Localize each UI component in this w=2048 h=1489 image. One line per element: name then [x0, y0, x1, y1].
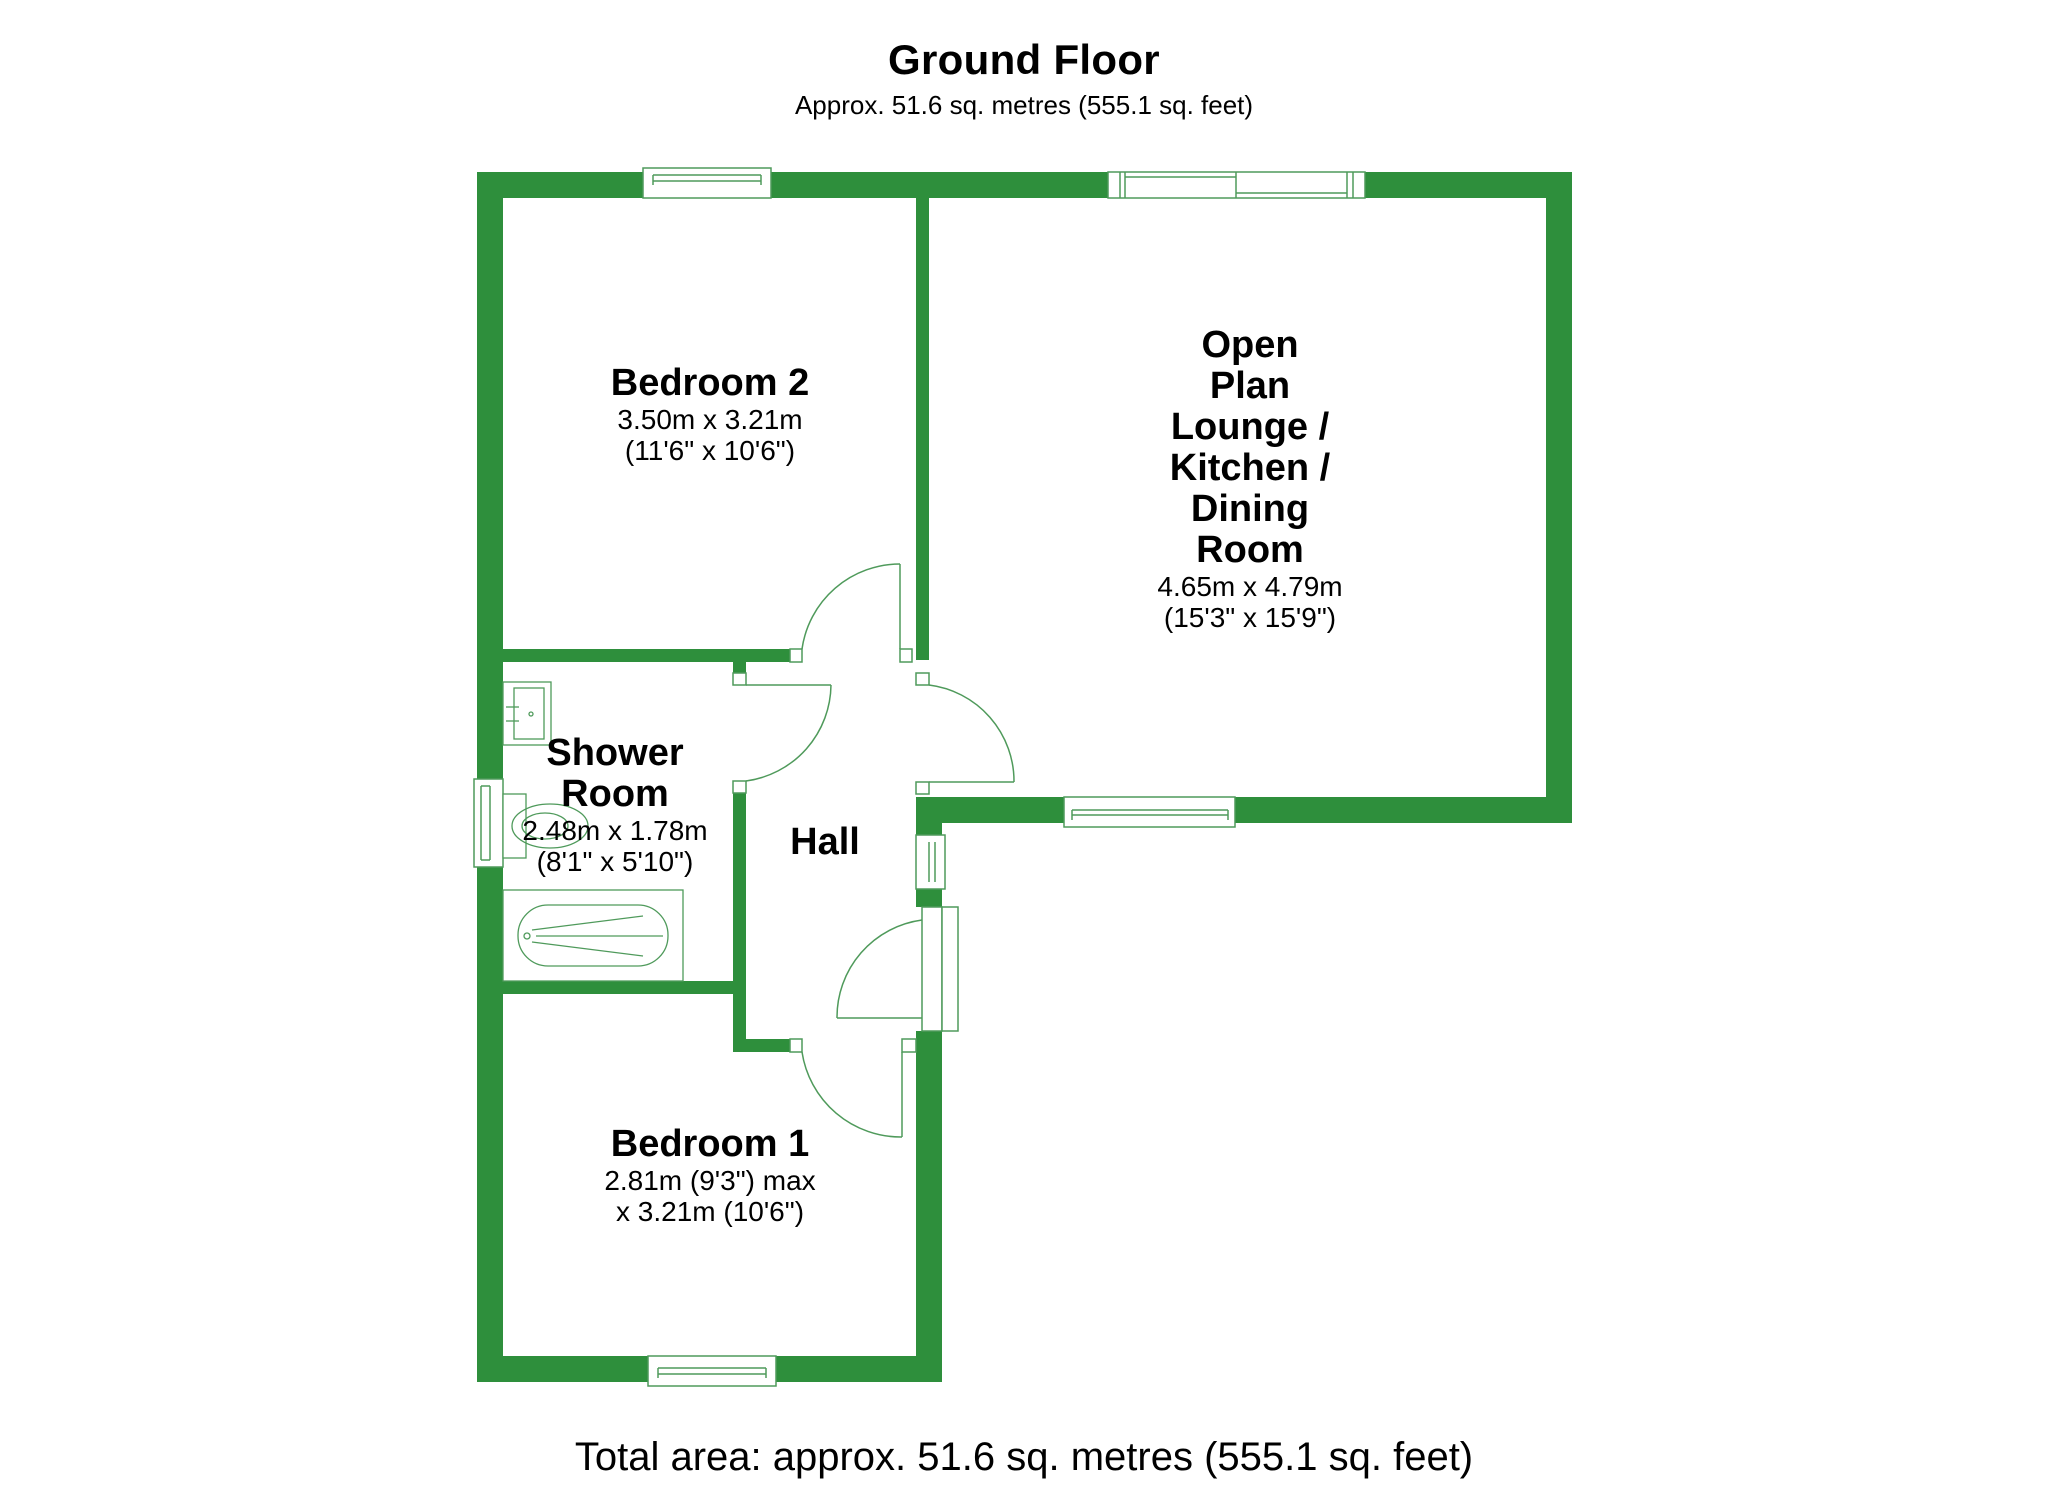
- room-name-line: Open: [1201, 324, 1299, 366]
- room-label-bedroom2: Bedroom 2 3.50m x 3.21m (11'6" x 10'6"): [560, 362, 860, 467]
- room-dimensions-line2: x 3.21m (10'6"): [615, 1196, 805, 1227]
- walls: [477, 172, 1572, 1382]
- room-dimensions-metric: 2.48m x 1.78m: [522, 815, 708, 846]
- room-name: Bedroom 2: [610, 362, 810, 404]
- room-dimensions-imperial: (8'1" x 5'10"): [536, 846, 694, 877]
- room-name: Hall: [790, 821, 860, 863]
- room-label-hall: Hall: [765, 822, 885, 863]
- window-bedroom2: [642, 167, 772, 199]
- window-hall: [915, 834, 946, 890]
- floor-title: Ground Floor: [888, 36, 1160, 83]
- door-bedroom2: [789, 563, 913, 663]
- basin-fixture: [502, 681, 552, 746]
- door-shower: [732, 672, 832, 794]
- door-front-entrance: [836, 906, 959, 1032]
- room-label-bedroom1: Bedroom 1 2.81m (9'3") max x 3.21m (10'6…: [560, 1123, 860, 1228]
- room-name-line: Room: [561, 773, 669, 815]
- fixtures: [502, 681, 684, 982]
- windows: [473, 167, 1366, 1387]
- patio-door-lounge: [1107, 171, 1366, 199]
- room-label-lounge: Open Plan Lounge / Kitchen / Dining Room…: [1100, 324, 1400, 634]
- room-name-line: Kitchen /: [1169, 447, 1331, 489]
- shower-tray-fixture: [502, 889, 684, 982]
- floor-area-subtitle: Approx. 51.6 sq. metres (555.1 sq. feet): [794, 90, 1254, 120]
- room-name-line: Shower: [546, 732, 684, 774]
- door-bedroom1: [789, 1038, 917, 1138]
- room-dimensions-imperial: (15'3" x 15'9"): [1163, 602, 1337, 633]
- window-lounge-bottom: [1063, 796, 1236, 828]
- room-name-line: Lounge /: [1170, 406, 1330, 448]
- toilet-fixture: [502, 793, 589, 859]
- door-lounge: [915, 672, 1015, 795]
- room-dimensions-line1: 2.81m (9'3") max: [604, 1165, 816, 1196]
- window-bedroom1: [647, 1355, 777, 1387]
- room-dimensions-imperial: (11'6" x 10'6"): [624, 435, 796, 466]
- doors: [732, 563, 1015, 1138]
- room-dimensions-metric: 3.50m x 3.21m: [617, 404, 803, 435]
- room-name-line: Plan: [1209, 365, 1291, 407]
- room-label-shower: Shower Room 2.48m x 1.78m (8'1" x 5'10"): [480, 732, 750, 878]
- room-dimensions-metric: 4.65m x 4.79m: [1157, 571, 1343, 602]
- room-name-line: Dining: [1190, 488, 1310, 530]
- room-name-line: Room: [1196, 529, 1304, 571]
- total-area-footer: Total area: approx. 51.6 sq. metres (555…: [574, 1435, 1474, 1479]
- room-name: Bedroom 1: [610, 1123, 810, 1165]
